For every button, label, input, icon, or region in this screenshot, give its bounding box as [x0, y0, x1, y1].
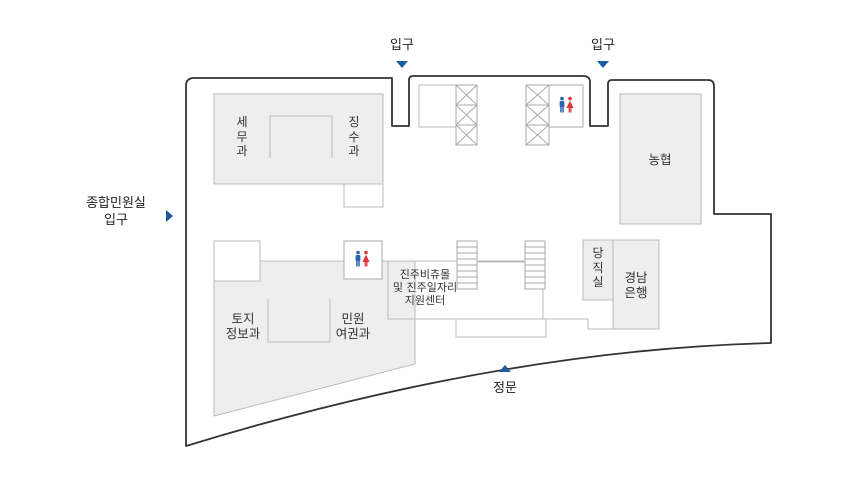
elevator-shafts: [455, 84, 550, 146]
room-fills: [213, 93, 702, 417]
land-info-division-label: 토지 정보과: [225, 311, 261, 341]
staircase-right: [524, 240, 546, 290]
nonghyup-box: [619, 93, 702, 225]
bank-corridor: [546, 318, 613, 330]
triangle-arrow-icon: [396, 61, 408, 68]
lower-bar-box: [455, 318, 547, 338]
bank-box: [612, 239, 660, 330]
duty-room-label: 당 직 실: [592, 246, 604, 289]
nonghyup-label: 농협: [648, 152, 672, 167]
restroom-upper: [548, 84, 584, 128]
entrance-label-top-left: 입구: [390, 38, 414, 53]
triangle-arrow-icon: [597, 61, 609, 68]
restroom-icon: [355, 250, 370, 267]
land-inner-bracket: [267, 299, 331, 343]
tax-division-label: 세 무 과: [236, 115, 248, 158]
collection-division-label: 징 수 과: [348, 115, 360, 158]
building-outline: [185, 75, 772, 447]
triangle-arrow-icon: [166, 210, 173, 222]
tax-collection-block: [213, 93, 384, 185]
tax-inner-bracket: [269, 115, 333, 158]
small-room-left: [213, 240, 261, 282]
civil-passport-division-label: 민원 여권과: [335, 311, 371, 341]
triangle-arrow-icon: [499, 365, 511, 372]
top-box-a: [418, 84, 457, 128]
entrance-arrows: [166, 61, 609, 372]
staircase-left: [456, 240, 478, 290]
civic-center-entrance-label: 종합민원실 입구: [86, 196, 146, 228]
job-center-label: 진주비츄몰 및 진주일자리 지원센터: [392, 268, 458, 307]
main-gate-label: 정문: [493, 381, 517, 396]
restroom-lower: [343, 240, 383, 280]
gyeongnam-bank-label: 경남 은행: [624, 270, 648, 300]
entrance-label-top-right: 입구: [591, 38, 615, 53]
tax-side-annex: [343, 183, 384, 208]
restroom-icon: [559, 96, 574, 113]
